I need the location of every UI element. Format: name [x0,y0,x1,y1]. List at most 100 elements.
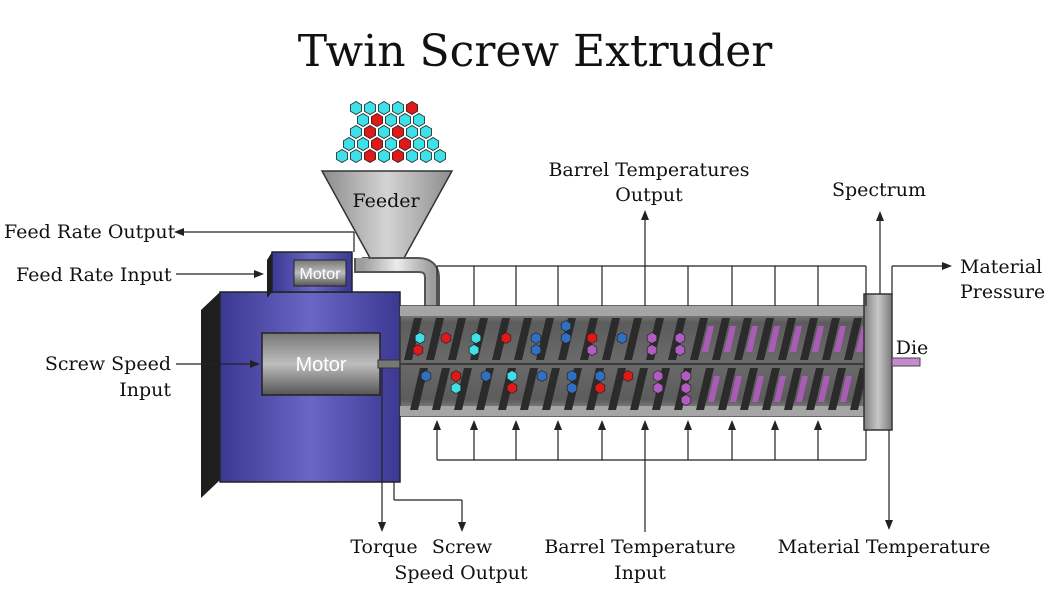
barrel-pellet [470,332,482,344]
feed-rate-output-label: Feed Rate Output [4,221,176,243]
melt-segment [730,376,742,402]
barrel-temperatures-output-label-2: Output [615,184,683,206]
hopper-pellet [370,137,384,151]
barrel-pellet [468,344,480,356]
barrel-pellet [450,382,462,394]
barrel-pellet [506,370,518,382]
hopper-pellet [363,125,377,139]
temperature-input-arrow [728,420,736,430]
barrel-pellet [586,332,598,344]
material-pressure-label-1: Material [960,256,1042,278]
barrel-pellet [652,382,664,394]
melt-segment [796,376,808,402]
barrel-pellet [506,382,518,394]
barrel-pellet [440,332,452,344]
hopper-pellet [405,125,419,139]
screw-flight [454,368,472,410]
barrel-pellet [414,332,426,344]
hopper-pellet [419,149,433,163]
temperature-input-arrow [598,420,606,430]
barrel-pellet [530,344,542,356]
screw-flight [784,368,802,410]
barrel-pellet [674,332,686,344]
hopper-pellet [398,137,412,151]
barrel-pellets [412,320,692,406]
melt-segment [752,376,764,402]
melt-segment [768,326,780,352]
barrel-temperature-input-label-2: Input [614,562,666,584]
temperature-input-arrow [470,420,478,430]
screw-flight [432,368,450,410]
hopper-pellet [391,149,405,163]
melt-segment [746,326,758,352]
hopper-pellet [405,101,419,115]
melt-segment [812,326,824,352]
barrel-pellet [680,382,692,394]
screw-flight [630,368,648,410]
barrel-temperature-lines [433,265,867,461]
material-temperature-label: Material Temperature [778,536,991,558]
hopper-pellet [349,125,363,139]
barrel-pellet [622,370,634,382]
screw-speed-input-label-1: Screw Speed [45,353,171,375]
screw-flight [690,318,708,360]
temperature-input-arrow [771,420,779,430]
barrel-pellet [450,370,462,382]
hopper-pellet [419,125,433,139]
hopper-pellet [391,125,405,139]
barrel-pellet [420,370,432,382]
main-motor-label: Motor [295,354,346,376]
material-pressure-label-2: Pressure [960,281,1045,303]
barrel-temperatures-output-label-1: Barrel Temperatures [548,159,749,181]
barrel-pellet [680,370,692,382]
barrel-temperature-input-label-1: Barrel Temperature [544,536,735,558]
hopper-pellet [356,113,370,127]
die-label: Die [896,337,929,359]
melt-segment [708,376,720,402]
melt-segment [724,326,736,352]
melt-segment [834,326,846,352]
screw-flight [624,318,642,360]
barrel-pellet [594,382,606,394]
barrel-pellet [674,344,686,356]
hopper-pellet [426,137,440,151]
screw-flight [602,318,620,360]
barrel-pellet [646,332,658,344]
screw-flight [514,318,532,360]
hopper-pellet [405,149,419,163]
barrel-pellet [530,332,542,344]
screw-flight [778,318,796,360]
temperature-input-arrow [433,420,441,430]
melt-segment [840,376,852,402]
screw-flight [718,368,736,410]
hopper-pellet [412,113,426,127]
barrel-pellet [560,320,572,332]
temperature-input-arrow [512,420,520,430]
hopper-pellet [433,149,447,163]
barrel-pellet [480,370,492,382]
screw-speed-output-label-2: Speed Output [394,562,528,584]
hopper-pellet [335,149,349,163]
feed-motor-label: Motor [300,266,342,283]
screw-flight [542,368,560,410]
barrel-pellet [560,332,572,344]
barrel-pellet [586,344,598,356]
diagram-title: Twin Screw Extruder [298,26,774,77]
hopper-pellet [342,137,356,151]
barrel-pellet [500,332,512,344]
screw-flight [740,368,758,410]
hopper-pellet [384,137,398,151]
temperature-input-arrow [684,420,692,430]
drive-shaft [377,359,403,369]
hopper-pellet [391,101,405,115]
screw-flight [806,368,824,410]
melt-segment [774,376,786,402]
hopper-pellet [384,113,398,127]
barrel-pellet [566,382,578,394]
hopper-pellet [377,149,391,163]
screw-flight [828,368,846,410]
screw-flight [762,368,780,410]
feed-motor: Motor [267,251,353,298]
temperature-input-arrow [814,420,822,430]
